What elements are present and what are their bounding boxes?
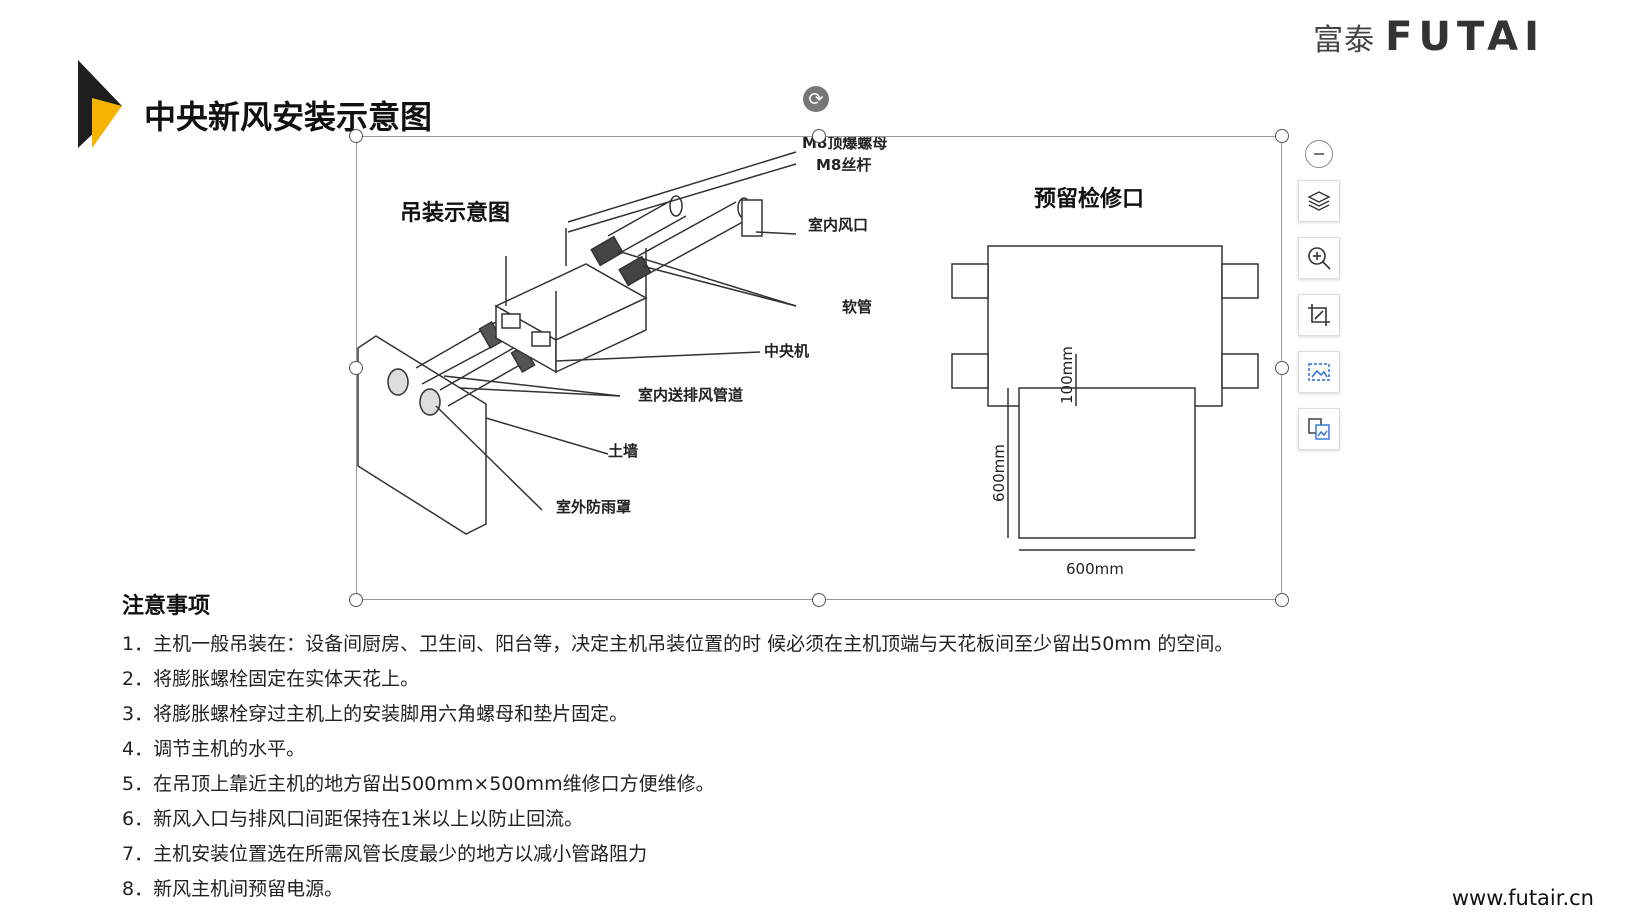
brand-cn: 富泰 <box>1313 23 1376 58</box>
slide-title: 中央新风安装示意图 <box>144 98 433 136</box>
label-duct: 室内送排风管道 <box>638 386 743 404</box>
resize-handle-bottom[interactable] <box>812 593 826 607</box>
rotate-handle[interactable]: ⟳ <box>803 86 829 112</box>
note-item: 7．主机安装位置选在所需风管长度最少的地方以减小管路阻力 <box>122 843 648 865</box>
minus-icon[interactable] <box>1305 140 1333 168</box>
resize-handle-top[interactable] <box>812 129 826 143</box>
resize-handle-bottom-right[interactable] <box>1275 593 1289 607</box>
note-item: 3．将膨胀螺栓穿过主机上的安装脚用六角螺母和垫片固定。 <box>122 703 629 725</box>
label-wall: 土墙 <box>608 442 638 460</box>
left-diagram-title: 吊装示意图 <box>400 200 510 226</box>
installation-diagram[interactable]: M8顶爆螺母 M8丝杆 吊装示意图 室内风口 软管 中央机 室内送排风管道 土墙… <box>356 136 1282 600</box>
label-indoor-vent: 室内风口 <box>808 216 868 234</box>
resize-handle-top-right[interactable] <box>1275 129 1289 143</box>
brand-en: FUTAI <box>1385 14 1545 60</box>
crop-icon[interactable] <box>1298 294 1340 336</box>
right-diagram-title: 预留检修口 <box>1034 186 1144 212</box>
note-item: 5．在吊顶上靠近主机的地方留出500mm×500mm维修口方便维修。 <box>122 773 715 795</box>
image-edit-icon[interactable] <box>1298 351 1340 393</box>
dim-600mm-vertical: 600mm <box>990 444 1008 502</box>
label-m8-rod: M8丝杆 <box>816 156 871 174</box>
label-central-unit: 中央机 <box>764 342 809 360</box>
resize-handle-right[interactable] <box>1275 361 1289 375</box>
brand-logo: 富泰 FUTAI <box>1313 14 1545 60</box>
slide-logo-mark <box>78 60 122 148</box>
notes-title: 注意事项 <box>122 594 211 619</box>
replace-image-icon[interactable] <box>1298 408 1340 450</box>
zoom-in-icon[interactable] <box>1298 237 1340 279</box>
label-rain-cover: 室外防雨罩 <box>556 498 631 516</box>
note-item: 2．将膨胀螺栓固定在实体天花上。 <box>122 668 420 690</box>
selection-border <box>356 136 1282 600</box>
website-url: www.futair.cn <box>1451 886 1594 910</box>
note-item: 1．主机一般吊装在：设备间厨房、卫生间、阳台等，决定主机吊装位置的时 候必须在主… <box>122 633 1234 655</box>
layers-icon[interactable] <box>1298 180 1340 222</box>
dim-600mm-horizontal: 600mm <box>1066 560 1124 578</box>
dim-100mm: 100mm <box>1058 346 1076 404</box>
resize-handle-left[interactable] <box>349 361 363 375</box>
resize-handle-top-left[interactable] <box>349 129 363 143</box>
note-item: 4．调节主机的水平。 <box>122 738 306 760</box>
resize-handle-bottom-left[interactable] <box>349 593 363 607</box>
note-item: 6．新风入口与排风口间距保持在1米以上以防止回流。 <box>122 808 584 830</box>
label-hose: 软管 <box>842 298 872 316</box>
note-item: 8．新风主机间预留电源。 <box>122 878 344 900</box>
